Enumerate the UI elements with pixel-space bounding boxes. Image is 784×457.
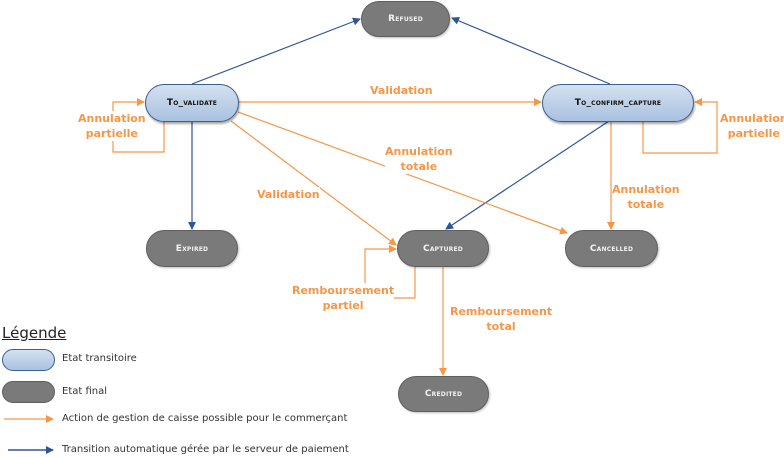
label-line: Remboursement [292, 284, 395, 297]
label-remboursement-total: Remboursement total [450, 304, 553, 334]
legend-merchant-arrow-text: Action de gestion de caisse possible pou… [62, 413, 348, 424]
label-line: Remboursement [450, 305, 553, 318]
label-line: Validation [257, 188, 320, 201]
state-cancelled: Cancelled [565, 230, 658, 267]
label-line: Annulation [720, 112, 784, 125]
legend-final-shape [2, 381, 55, 403]
state-captured: Captured [397, 230, 489, 267]
label-line: Annulation [385, 145, 453, 158]
state-to-validate: To_validate [145, 84, 239, 122]
edge-validation-diag [230, 120, 397, 246]
label-line: Annulation [78, 112, 146, 125]
label-line: total [486, 320, 516, 333]
label-annulation-totale-right: Annulation totale [612, 182, 680, 212]
label-annulation-partielle-left: Annulation partielle [78, 111, 146, 141]
legend-automatic-arrow-text: Transition automatique gérée par le serv… [62, 444, 349, 455]
legend-final-text: Etat final [62, 386, 108, 397]
label-line: totale [627, 198, 665, 211]
edge-annulation-partielle-right [642, 98, 718, 154]
label-validation-top: Validation [370, 83, 433, 98]
state-expired: Expired [146, 230, 238, 267]
state-to-confirm-capture: To_confirm_capture [542, 84, 694, 122]
label-line: Validation [370, 84, 433, 97]
label-line: totale [400, 160, 438, 173]
legend-transient-text: Etat transitoire [62, 353, 137, 364]
label-line: partiel [322, 299, 364, 312]
edge-annulation-partielle-left [112, 98, 165, 153]
label-line: partielle [727, 127, 780, 140]
state-refused: Refused [361, 1, 450, 37]
label-annulation-partielle-right: Annulation partielle [720, 111, 784, 141]
label-line: partielle [85, 127, 138, 140]
label-validation-diag: Validation [257, 187, 320, 202]
legend-transient-shape [2, 349, 55, 371]
edge-to-confirm-captured [445, 120, 610, 230]
label-annulation-totale-mid: Annulation totale [385, 144, 453, 174]
edge-to-validate-refused [191, 17, 361, 85]
edge-to-confirm-refused [451, 17, 611, 85]
state-credited: Credited [398, 376, 489, 412]
legend-title: Légende [2, 324, 67, 342]
label-remboursement-partiel: Remboursement partiel [292, 283, 395, 313]
label-line: Annulation [612, 183, 680, 196]
